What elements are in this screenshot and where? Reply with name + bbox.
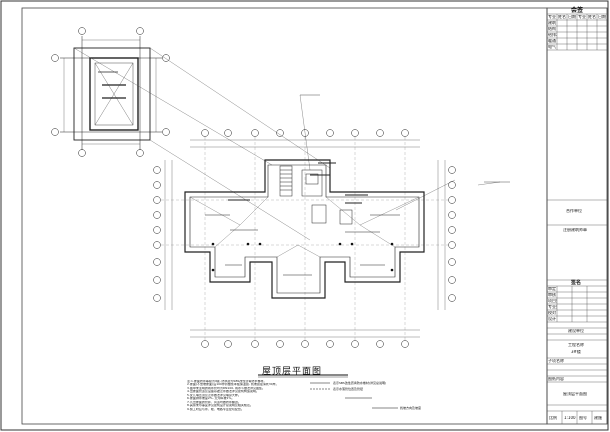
tb-col: 专业 [548, 15, 556, 19]
inset-callout [300, 94, 510, 183]
legend-item: 表示SBS改性沥青防水卷材(详见总说明) [333, 381, 387, 385]
note-line: 6.屋面排水坡度2%, 天沟纵坡1%。 [187, 397, 235, 401]
general-notes: 注:1.屋面防水等级为II级, 防水层为SBS改性沥青防水卷材。 2.屋面(不含… [187, 380, 372, 411]
legend-item: 找坡方向及坡度 [400, 406, 422, 410]
tb-sign-row: 给排水 [548, 33, 557, 37]
tb-approval-row: 专业负责人 [548, 305, 557, 309]
tb-approval-row: 设计 [548, 317, 556, 321]
note-line: 7.凡出屋面的管井、风道均做防水翻边。 [187, 400, 241, 404]
tb-footer-cell: 图号 [579, 416, 587, 420]
tb-footer-cell: 建施 [594, 416, 602, 420]
note-line: 9.施工时应与水、暖、电各专业密切配合。 [187, 407, 244, 411]
tb-approval-row: 审核 [548, 293, 556, 297]
tb-drawing-name: 屋顶层平面图 [563, 392, 587, 396]
tb-company-name: 注册建筑师章 [563, 228, 587, 232]
title-underline [258, 374, 348, 378]
tb-project-value: 3#楼 [571, 350, 581, 354]
drawing-title: 屋顶层平面图 [262, 367, 323, 377]
tb-project-label: 工程名称 [568, 343, 584, 347]
tb-drawing-label: 图纸内容 [548, 377, 564, 381]
sheet-inner-border [21, 7, 548, 425]
tb-col: 日期 [598, 15, 606, 19]
tb-approval-row: 审定 [548, 287, 556, 291]
inset-roof-plan [51, 27, 170, 157]
tb-sign-row: 电气 [548, 45, 556, 49]
tb-footer-cell: 比例 [549, 416, 557, 420]
tb-col: 姓名 [588, 15, 596, 19]
tb-sign-row: 结构 [548, 27, 556, 31]
title-block-grid [547, 13, 607, 424]
tb-approval-row: 校对 [548, 311, 556, 315]
note-line: 5.女儿墙压顶及泛水做法详见墙身大样。 [187, 393, 241, 397]
reference-leaders [73, 47, 501, 241]
note-line: 3.图中未注明的雨水管均为DN100, 雨水斗做法详见图集。 [187, 386, 266, 390]
main-roof-plan [153, 129, 456, 348]
note-line: 4.出屋面管道及设备基础泛水做法详见建筑构造说明。 [187, 390, 259, 394]
tb-sign-row: 暖通 [548, 39, 556, 43]
tb-header-countersign: 会签 [571, 7, 584, 14]
tb-col: 姓名 [558, 15, 566, 19]
note-line: 注:1.屋面防水等级为II级, 防水层为SBS改性沥青防水卷材。 [187, 380, 267, 383]
note-line: 8.其余未尽事宜详见建筑设计总说明及相关规范。 [187, 404, 253, 408]
tb-company-label: 合作单位 [566, 209, 582, 213]
tb-sign-row: 建筑 [548, 21, 556, 25]
legend-symbols [310, 382, 398, 409]
tb-approval-header: 签名 [571, 280, 582, 286]
tb-col: 专业 [578, 15, 586, 19]
tb-approval-row: 项目负责人 [548, 299, 557, 303]
tb-footer-cell: 1:100 [564, 416, 576, 420]
tb-col: 日期 [568, 15, 576, 19]
note-line: 2.屋面(不含坡屋面)设100厚挤塑聚苯板保温层, 找坡层最薄处30厚。 [187, 383, 279, 387]
legend-item: 表示水落管位置及管径 [333, 387, 364, 391]
tb-sub-label: 子项名称 [548, 359, 564, 363]
tb-design-unit: 建设单位 [568, 329, 584, 333]
